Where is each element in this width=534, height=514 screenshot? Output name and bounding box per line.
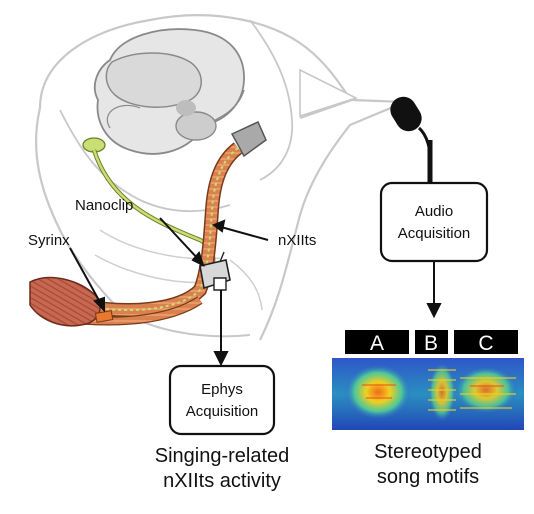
nerve-origin-cap [230, 121, 267, 158]
audio-box-line1: Audio [415, 203, 453, 220]
bird-outline [38, 14, 406, 341]
cerebellum [175, 111, 217, 141]
syrinx-marker [94, 310, 114, 323]
motif-label-a: A [370, 332, 384, 355]
microphone-icon [390, 96, 433, 182]
ephys-caption-line1: Singing-related [155, 445, 290, 467]
motif-segment-c [454, 330, 518, 354]
motif-segment-a [345, 330, 409, 354]
ephys-caption-line2: nXIIts activity [163, 470, 281, 492]
nerve-label: nXIIts [278, 232, 316, 249]
motif-segment-b [415, 330, 448, 354]
nucleus-target [82, 137, 106, 153]
audio-caption-line1: Stereotyped [374, 441, 482, 463]
motif-label-b: B [424, 332, 438, 355]
nanoclip-device [199, 251, 231, 291]
syrinx-label: Syrinx [28, 232, 70, 249]
audio-acquisition-box: Audio Acquisition [379, 181, 489, 263]
ephys-box-line1: Ephys [201, 381, 243, 398]
spectrogram [332, 358, 524, 430]
ephys-box-line2: Acquisition [186, 403, 259, 420]
ephys-acquisition-box: Ephys Acquisition [168, 364, 276, 436]
audio-box-line2: Acquisition [398, 225, 471, 242]
bird-head-illustration [34, 14, 406, 341]
audio-caption-line2: song motifs [377, 466, 479, 488]
eye-socket [176, 100, 196, 116]
nerve-assembly [29, 121, 267, 327]
song-motifs: A B C [332, 330, 524, 430]
annotation-arrows [69, 217, 442, 367]
motif-label-c: C [478, 332, 493, 355]
bird-back-outline [34, 107, 121, 311]
nanoclip-label: Nanoclip [75, 197, 133, 214]
beak [299, 68, 359, 118]
